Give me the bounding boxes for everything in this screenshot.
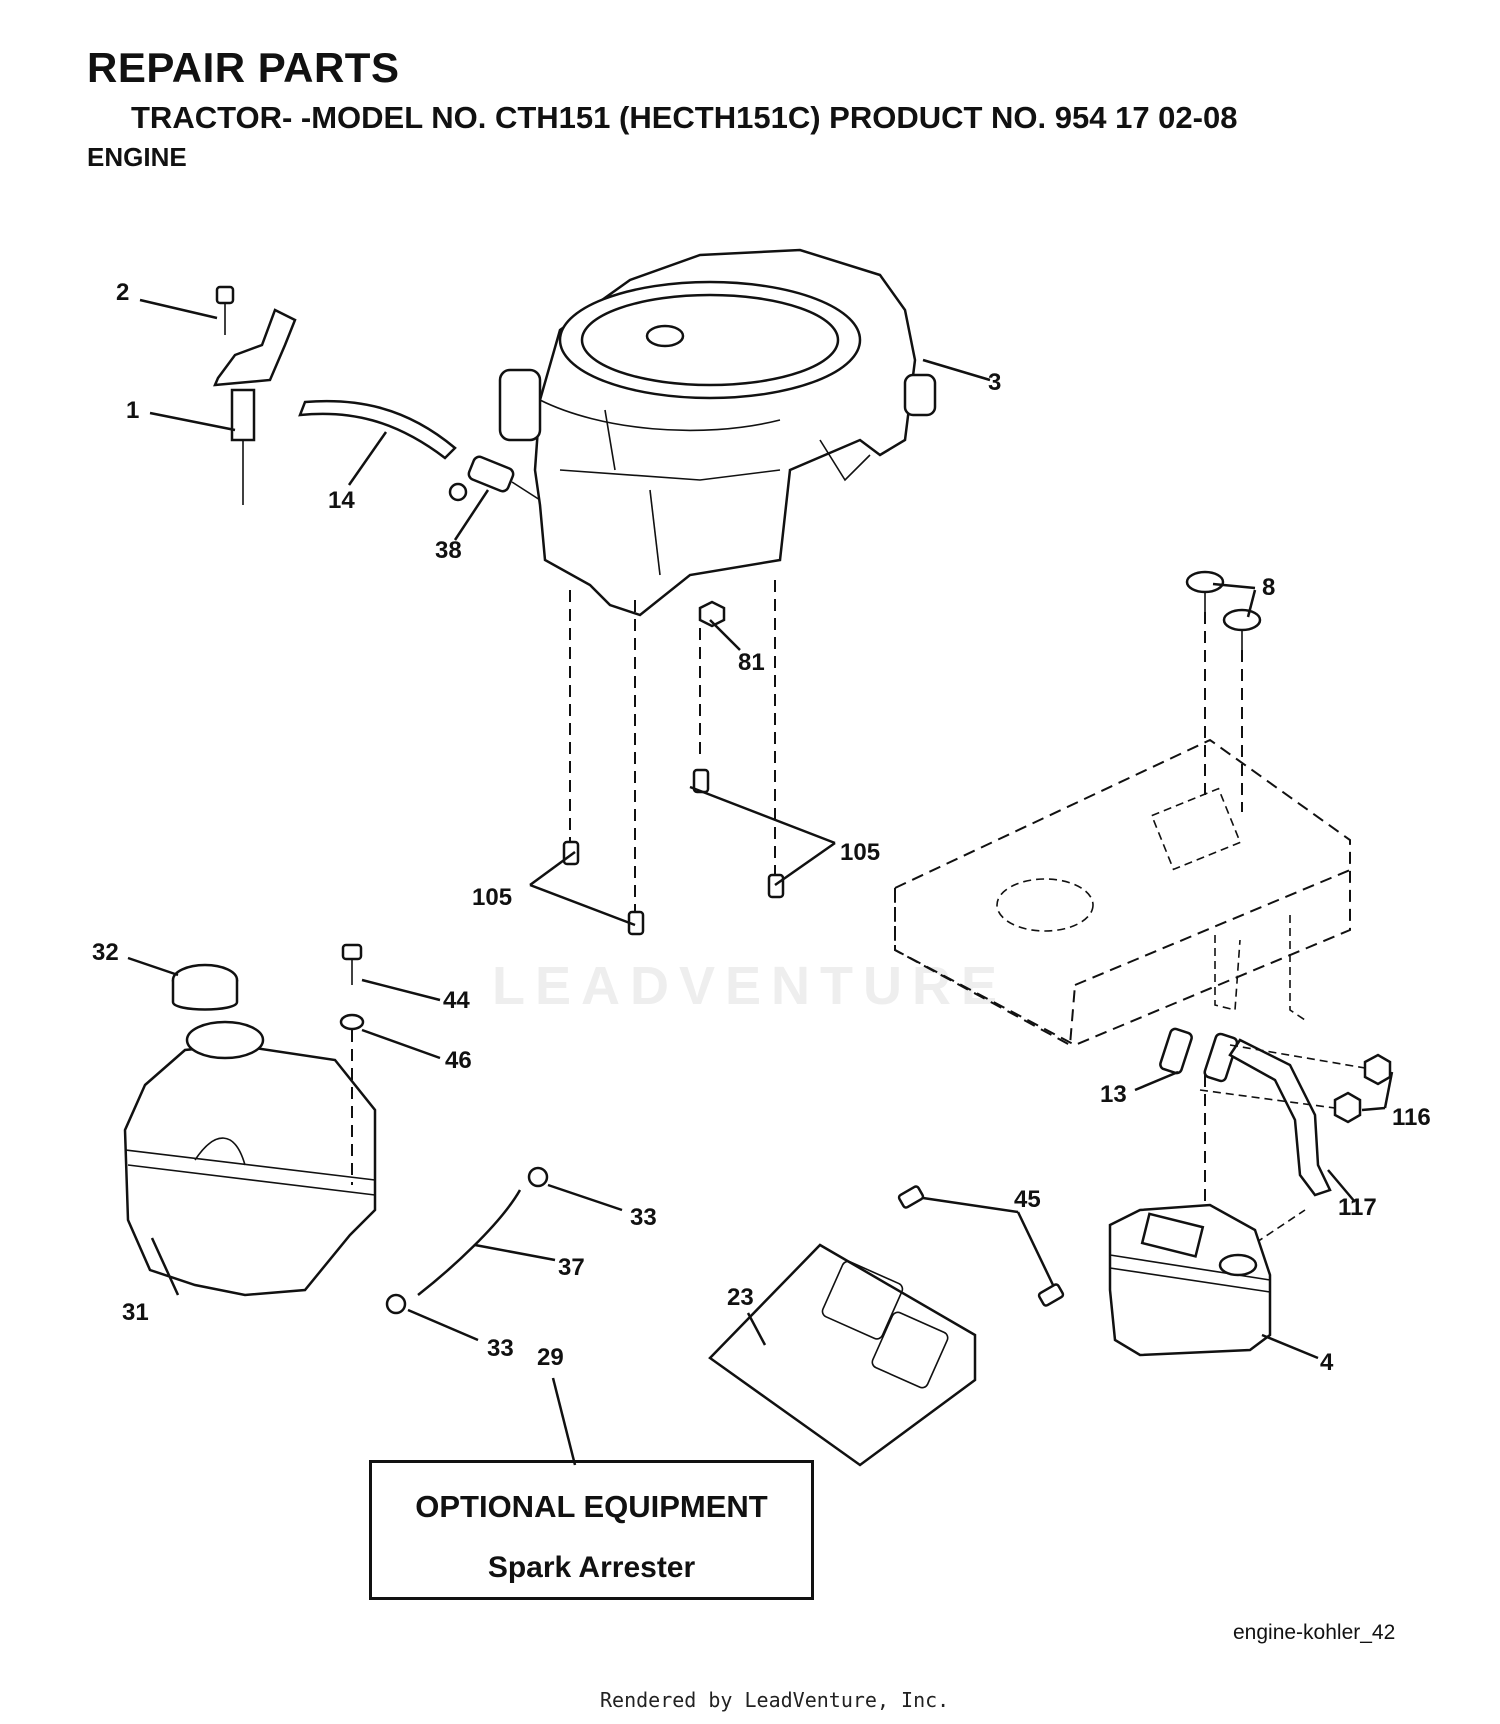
- nut-116-part: [1333, 1053, 1392, 1124]
- callout-4: 4: [1320, 1349, 1334, 1376]
- render-credit: Rendered by LeadVenture, Inc.: [600, 1688, 950, 1712]
- fuel-filter-part: [448, 455, 541, 502]
- callout-29: 29: [537, 1344, 564, 1371]
- optional-equipment-title: OPTIONAL EQUIPMENT: [415, 1489, 768, 1524]
- nut-81-part: [698, 600, 726, 628]
- callout-33-bottom: 33: [487, 1335, 514, 1362]
- tractor-frame-part: [894, 738, 1351, 1047]
- exhaust-pipe-117-part: [1228, 1038, 1332, 1197]
- callout-105-right: 105: [840, 839, 880, 866]
- callout-105-left: 105: [472, 884, 512, 911]
- callout-13: 13: [1100, 1081, 1127, 1108]
- callout-23: 23: [727, 1284, 754, 1311]
- callout-37: 37: [558, 1254, 585, 1281]
- screw-45-part: [897, 1185, 1065, 1307]
- callout-2: 2: [116, 279, 129, 306]
- fuel-line-part: [298, 399, 457, 460]
- optional-equipment-item: Spark Arrester: [487, 1551, 696, 1584]
- callout-45: 45: [1014, 1186, 1041, 1213]
- section-title: ENGINE: [87, 142, 187, 172]
- callout-81: 81: [738, 649, 765, 676]
- diagram-reference-code: engine-kohler_42: [1233, 1621, 1396, 1644]
- callout-46: 46: [445, 1047, 472, 1074]
- clamp-33-part: [385, 1166, 549, 1315]
- callout-38: 38: [435, 537, 462, 564]
- muffler-part: [1108, 1203, 1272, 1357]
- callout-31: 31: [122, 1299, 149, 1326]
- leader-lines: [127, 298, 1394, 1466]
- screw-8-part: [1185, 570, 1262, 650]
- callout-116: 116: [1392, 1104, 1431, 1131]
- engine-part: [498, 248, 937, 617]
- page-title: REPAIR PARTS: [87, 44, 400, 91]
- callout-1: 1: [126, 397, 139, 424]
- gasket-13-part: [1159, 1027, 1239, 1083]
- screw-44-part: [341, 943, 363, 985]
- heat-shield-part: [708, 1243, 977, 1467]
- washer-46-part: [339, 1013, 365, 1031]
- bolt-2-part: [215, 285, 235, 335]
- watermark: LEADVENTURE: [492, 956, 1008, 1016]
- bolt-105-part: [562, 768, 785, 936]
- fuel-line-37-part: [417, 1189, 522, 1296]
- callout-8: 8: [1262, 574, 1275, 601]
- fuel-tank-part: [123, 1020, 377, 1297]
- fuel-cap-part: [171, 963, 239, 1011]
- throttle-control-part: [213, 308, 297, 505]
- callout-32: 32: [92, 939, 119, 966]
- optional-equipment-box: OPTIONAL EQUIPMENT Spark Arrester: [369, 1460, 814, 1600]
- callout-3: 3: [988, 369, 1001, 396]
- callout-44: 44: [443, 987, 470, 1014]
- model-subtitle: TRACTOR- -MODEL NO. CTH151 (HECTH151C) P…: [131, 100, 1238, 135]
- callout-117: 117: [1338, 1194, 1377, 1221]
- callout-labels: 2 1 14 38 3 81 8 105 105 32 44 46 13 116…: [92, 279, 1431, 1376]
- callout-14: 14: [328, 487, 355, 514]
- callout-33-top: 33: [630, 1204, 657, 1231]
